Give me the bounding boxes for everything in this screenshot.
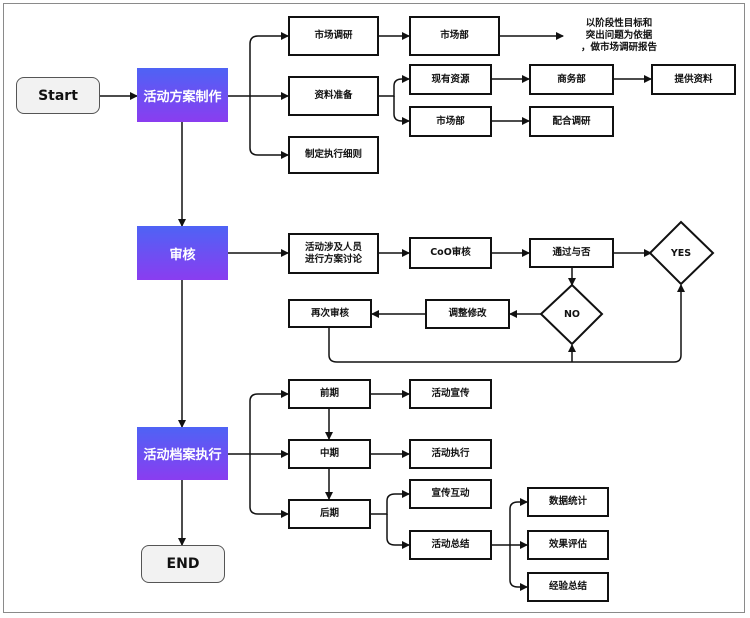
- market-dept-box: 市场部: [409, 16, 500, 56]
- edge-summary-exp: [509, 545, 528, 591]
- edge-exec-early: [249, 390, 289, 454]
- effect-eval-box: 效果评估: [527, 530, 609, 560]
- activity-exec-box: 活动执行: [409, 439, 492, 469]
- summary-box: 活动总结: [409, 530, 492, 560]
- edge-exec-late: [249, 454, 289, 518]
- edge-plan-detail: [249, 96, 289, 159]
- edge-plan-research: [249, 32, 289, 96]
- market-research-box: 市场调研: [288, 16, 379, 56]
- edge-late-interact: [371, 490, 410, 515]
- provide-data-box: 提供资料: [651, 64, 736, 95]
- re-review-box: 再次审核: [288, 299, 372, 328]
- no-label: NO: [563, 308, 581, 320]
- edge-late-summary: [386, 514, 410, 549]
- execute-node: 活动档案执行: [137, 427, 228, 480]
- promotion-box: 活动宣传: [409, 379, 492, 409]
- diagram-frame: [3, 3, 745, 613]
- plan-node: 活动方案制作: [137, 68, 228, 122]
- edge-rereview-yes: [328, 284, 685, 363]
- edge-data-existing: [379, 75, 410, 97]
- adjust-box: 调整修改: [425, 299, 510, 329]
- yes-label: YES: [670, 247, 692, 259]
- detail-rules-box: 制定执行细则: [288, 136, 379, 174]
- pass-or-not-box: 通过与否: [529, 238, 614, 268]
- discussion-box: 活动涉及人员 进行方案讨论: [288, 233, 379, 274]
- market-dept-2-box: 市场部: [409, 106, 492, 137]
- no-diamond-shape: [539, 283, 604, 346]
- middle-box: 中期: [288, 439, 371, 469]
- edge-summary-stats: [509, 498, 528, 545]
- late-box: 后期: [288, 499, 371, 529]
- data-stats-box: 数据统计: [527, 487, 609, 517]
- end-node: END: [141, 545, 225, 583]
- market-note-text: 以阶段性目标和 突出问题为依据 ，做市场调研报告: [580, 18, 657, 53]
- experience-box: 经验总结: [527, 572, 609, 602]
- edge-data-market2: [393, 96, 410, 125]
- business-dept-box: 商务部: [529, 64, 614, 95]
- data-prep-box: 资料准备: [288, 76, 379, 116]
- review-node: 审核: [137, 226, 228, 280]
- coo-review-box: CoO审核: [409, 237, 492, 269]
- cooperate-research-box: 配合调研: [529, 106, 614, 137]
- start-node: Start: [16, 77, 100, 114]
- promo-interact-box: 宣传互动: [409, 479, 492, 509]
- yes-diamond-shape: [648, 220, 715, 286]
- existing-resources-box: 现有资源: [409, 64, 492, 95]
- early-box: 前期: [288, 379, 371, 409]
